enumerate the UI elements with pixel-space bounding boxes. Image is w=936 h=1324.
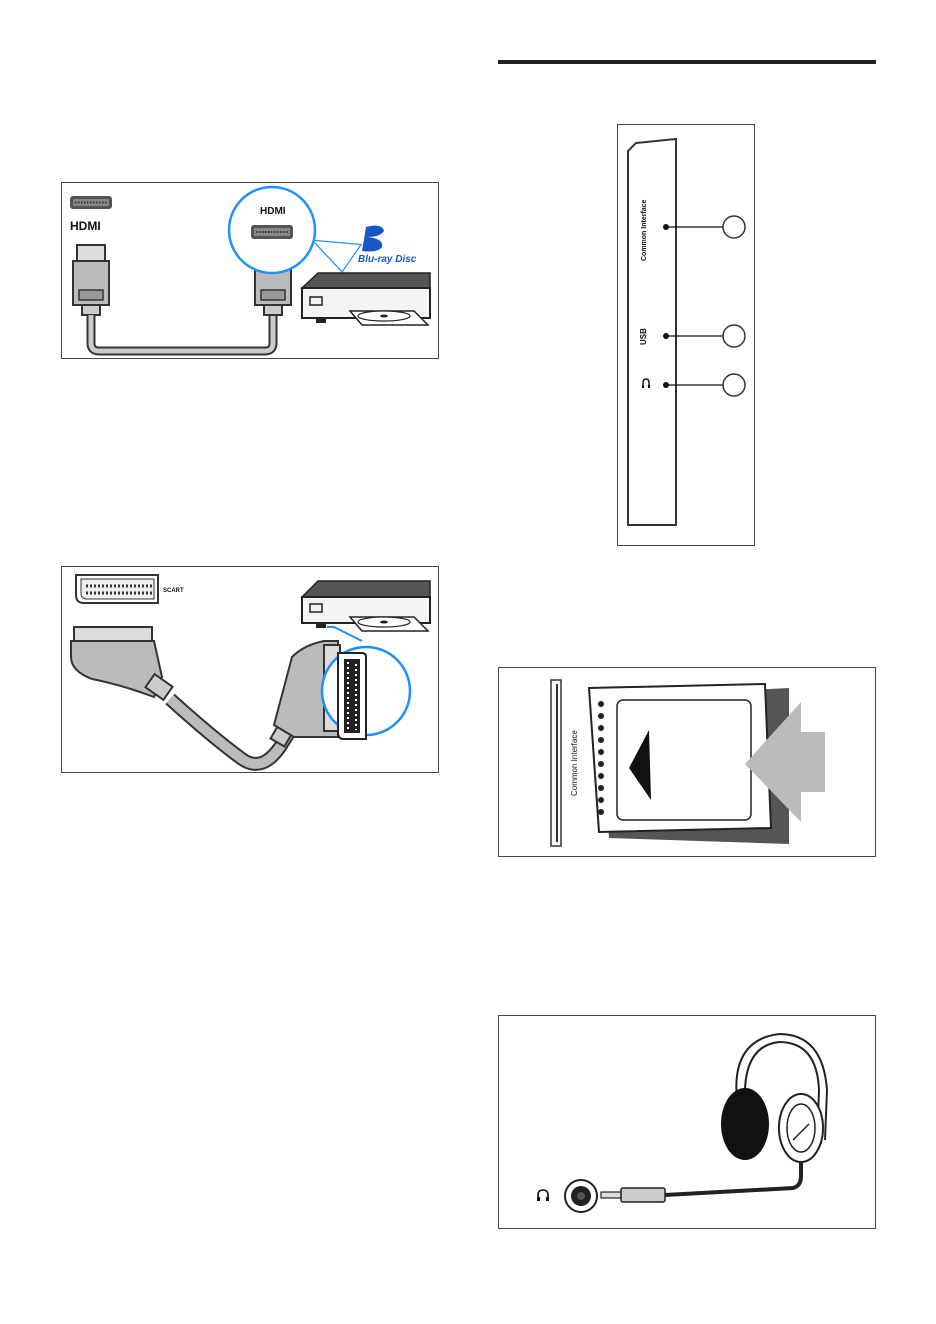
side-panel-figure: Common Interface USB [617, 124, 755, 546]
scart-port-label: SCART [163, 588, 184, 594]
bluray-player-icon [302, 273, 430, 325]
hdmi-zoom-callout [229, 187, 360, 273]
headphone-cable [665, 1156, 801, 1195]
hdmi-cable [91, 315, 273, 351]
side-panel-outline [628, 139, 676, 525]
hdmi-port-icon [70, 196, 112, 209]
hdmi-zoom-label: HDMI [260, 206, 286, 217]
dvd-player-icon [302, 581, 430, 631]
hdmi-connection-figure: HDMI HDMI [61, 182, 439, 359]
ci-port-label: Common Interface [641, 199, 648, 261]
hdmi-tv-label: HDMI [70, 219, 101, 233]
headphone-plug-icon [601, 1188, 665, 1202]
section-rule [498, 60, 876, 64]
bluray-logo-text: Blu-ray Disc [358, 254, 417, 265]
hdmi-plug-left-icon [73, 245, 109, 315]
bluray-logo-icon [362, 226, 384, 252]
scart-port-icon [76, 575, 158, 603]
headphone-callout-circle [723, 374, 745, 396]
scart-plug-left-icon [71, 627, 173, 700]
usb-port-label: USB [639, 328, 648, 345]
ci-callout-circle [723, 216, 745, 238]
headphone-connection-figure [498, 1015, 876, 1229]
ci-card-icon [589, 684, 771, 832]
usb-callout-circle [723, 325, 745, 347]
headphone-jack-icon [537, 1190, 549, 1201]
scart-connection-figure: SCART [61, 566, 439, 773]
ci-card-figure: Common Interface [498, 667, 876, 857]
headphones-icon [721, 1034, 827, 1162]
ci-slot-label: Common Interface [570, 730, 579, 796]
